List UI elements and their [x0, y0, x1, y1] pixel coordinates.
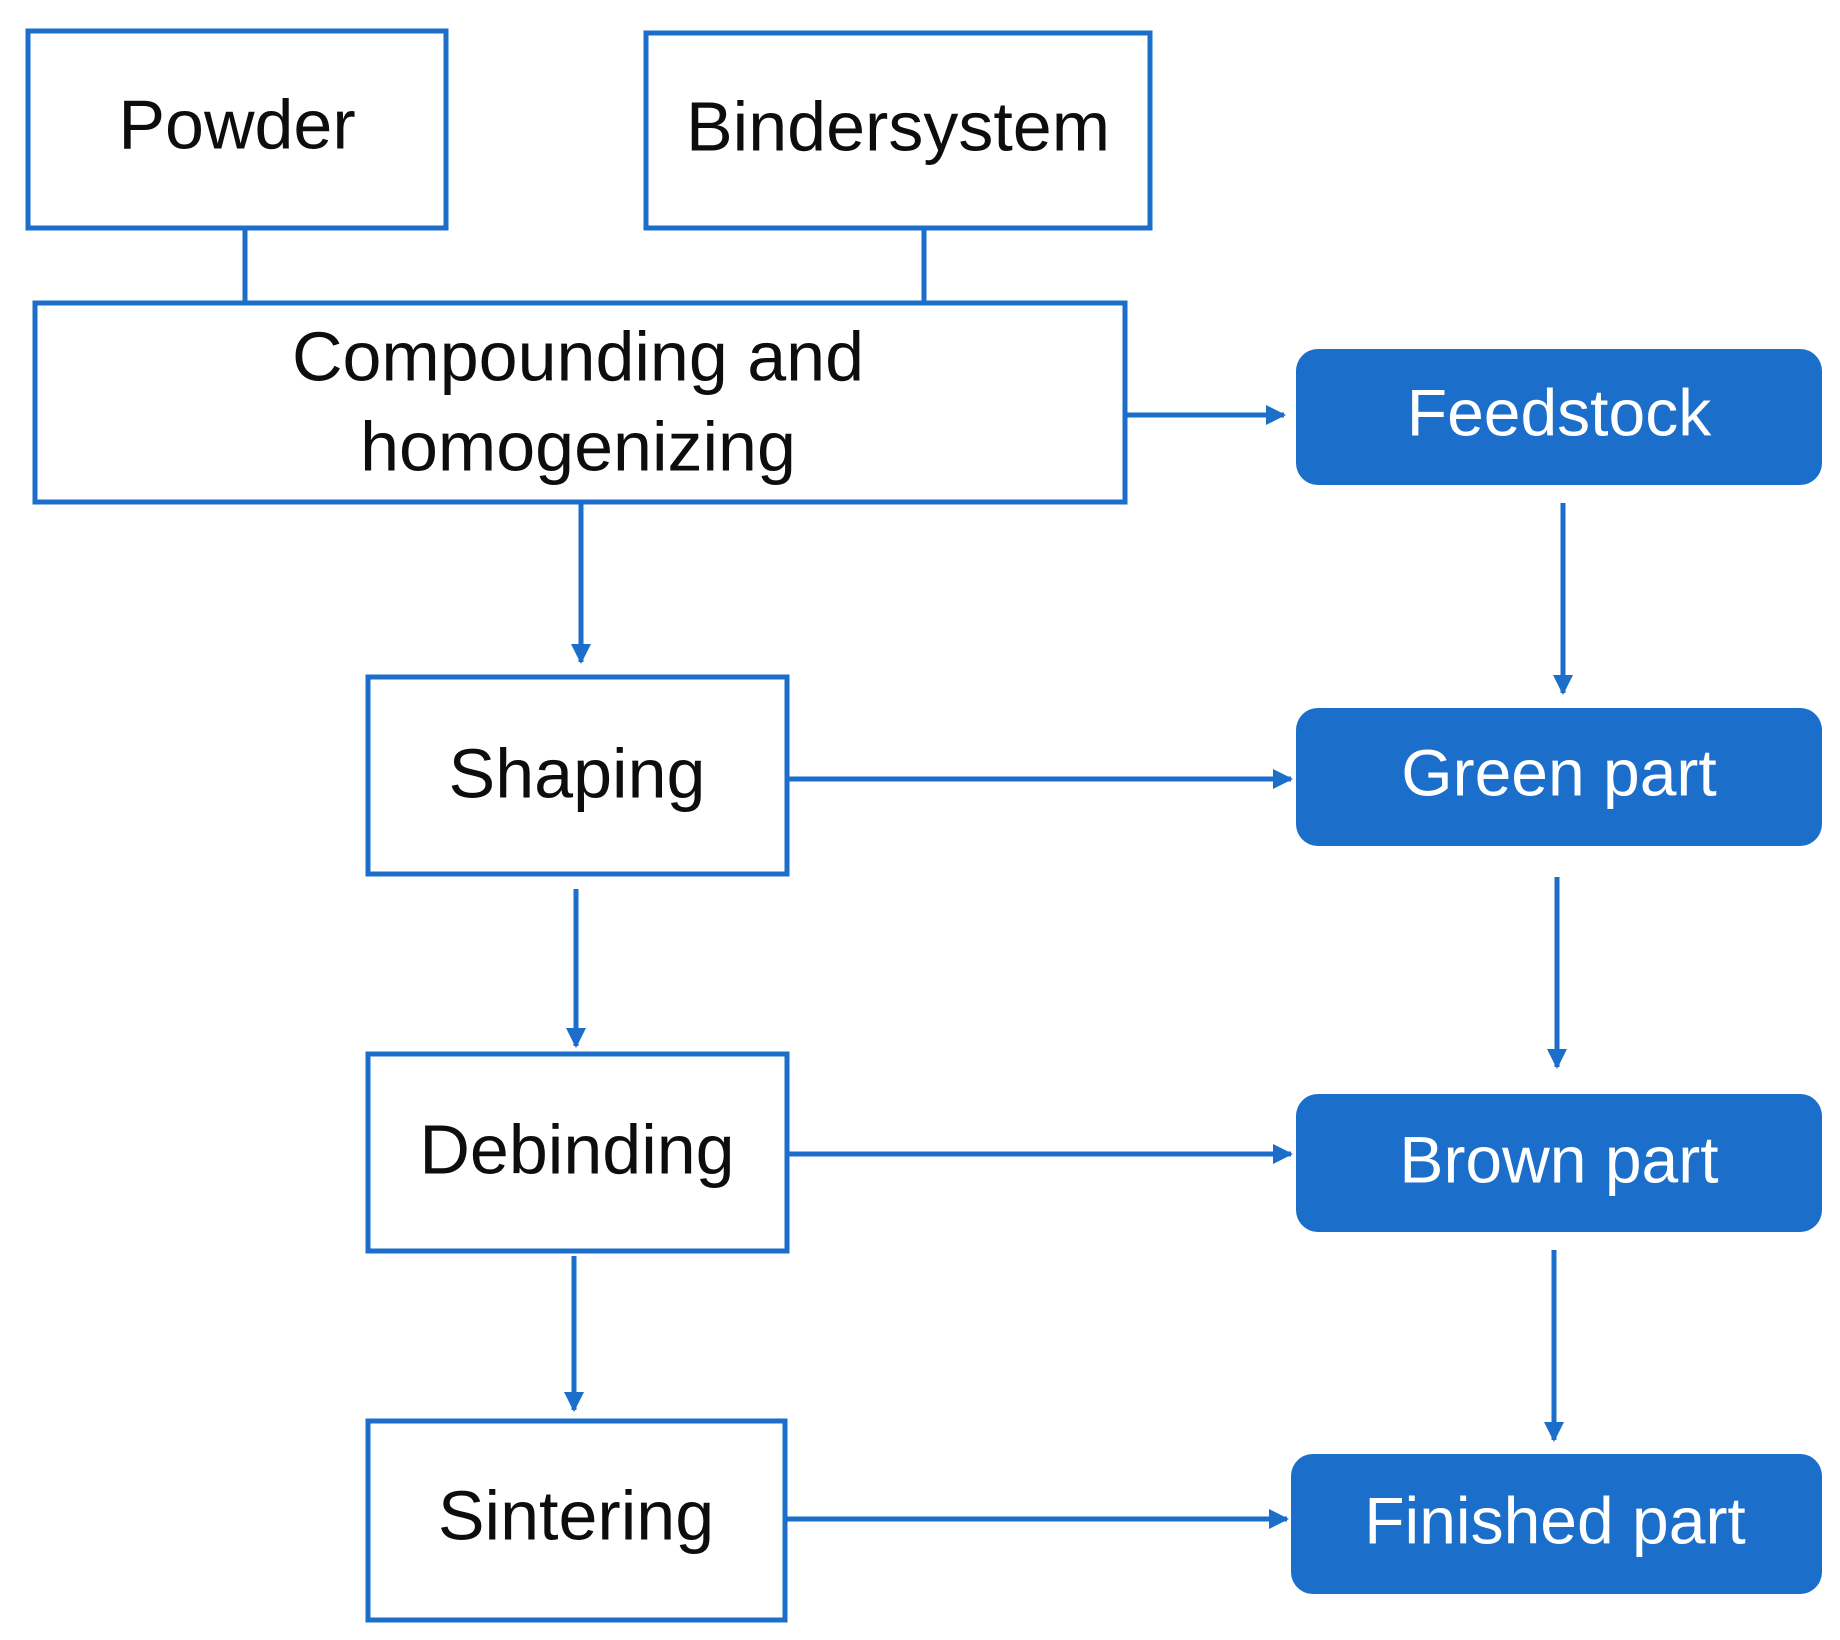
shaping-box [365, 674, 790, 877]
compounding-label-line2: homogenizing [360, 407, 796, 485]
green-part-label: Green part [1401, 735, 1717, 809]
green-part-box [1296, 708, 1822, 846]
powder-box [25, 28, 449, 231]
sintering-label: Sintering [438, 1476, 714, 1554]
sintering-box [365, 1418, 788, 1623]
feedstock-label: Feedstock [1407, 375, 1712, 449]
brown-part-box [1296, 1094, 1822, 1232]
compounding-label-line1: Compounding and [292, 317, 864, 395]
brown-part-label: Brown part [1399, 1122, 1718, 1196]
shaping-label: Shaping [449, 734, 706, 812]
finished-part-label: Finished part [1364, 1483, 1746, 1557]
bindersystem-label: Bindersystem [686, 87, 1110, 165]
debinding-label: Debinding [419, 1110, 734, 1188]
powder-label: Powder [118, 85, 355, 163]
feedstock-box [1296, 349, 1822, 485]
bindersystem-box [643, 30, 1153, 231]
compounding-box [32, 300, 1128, 505]
finished-part-box [1291, 1454, 1822, 1594]
